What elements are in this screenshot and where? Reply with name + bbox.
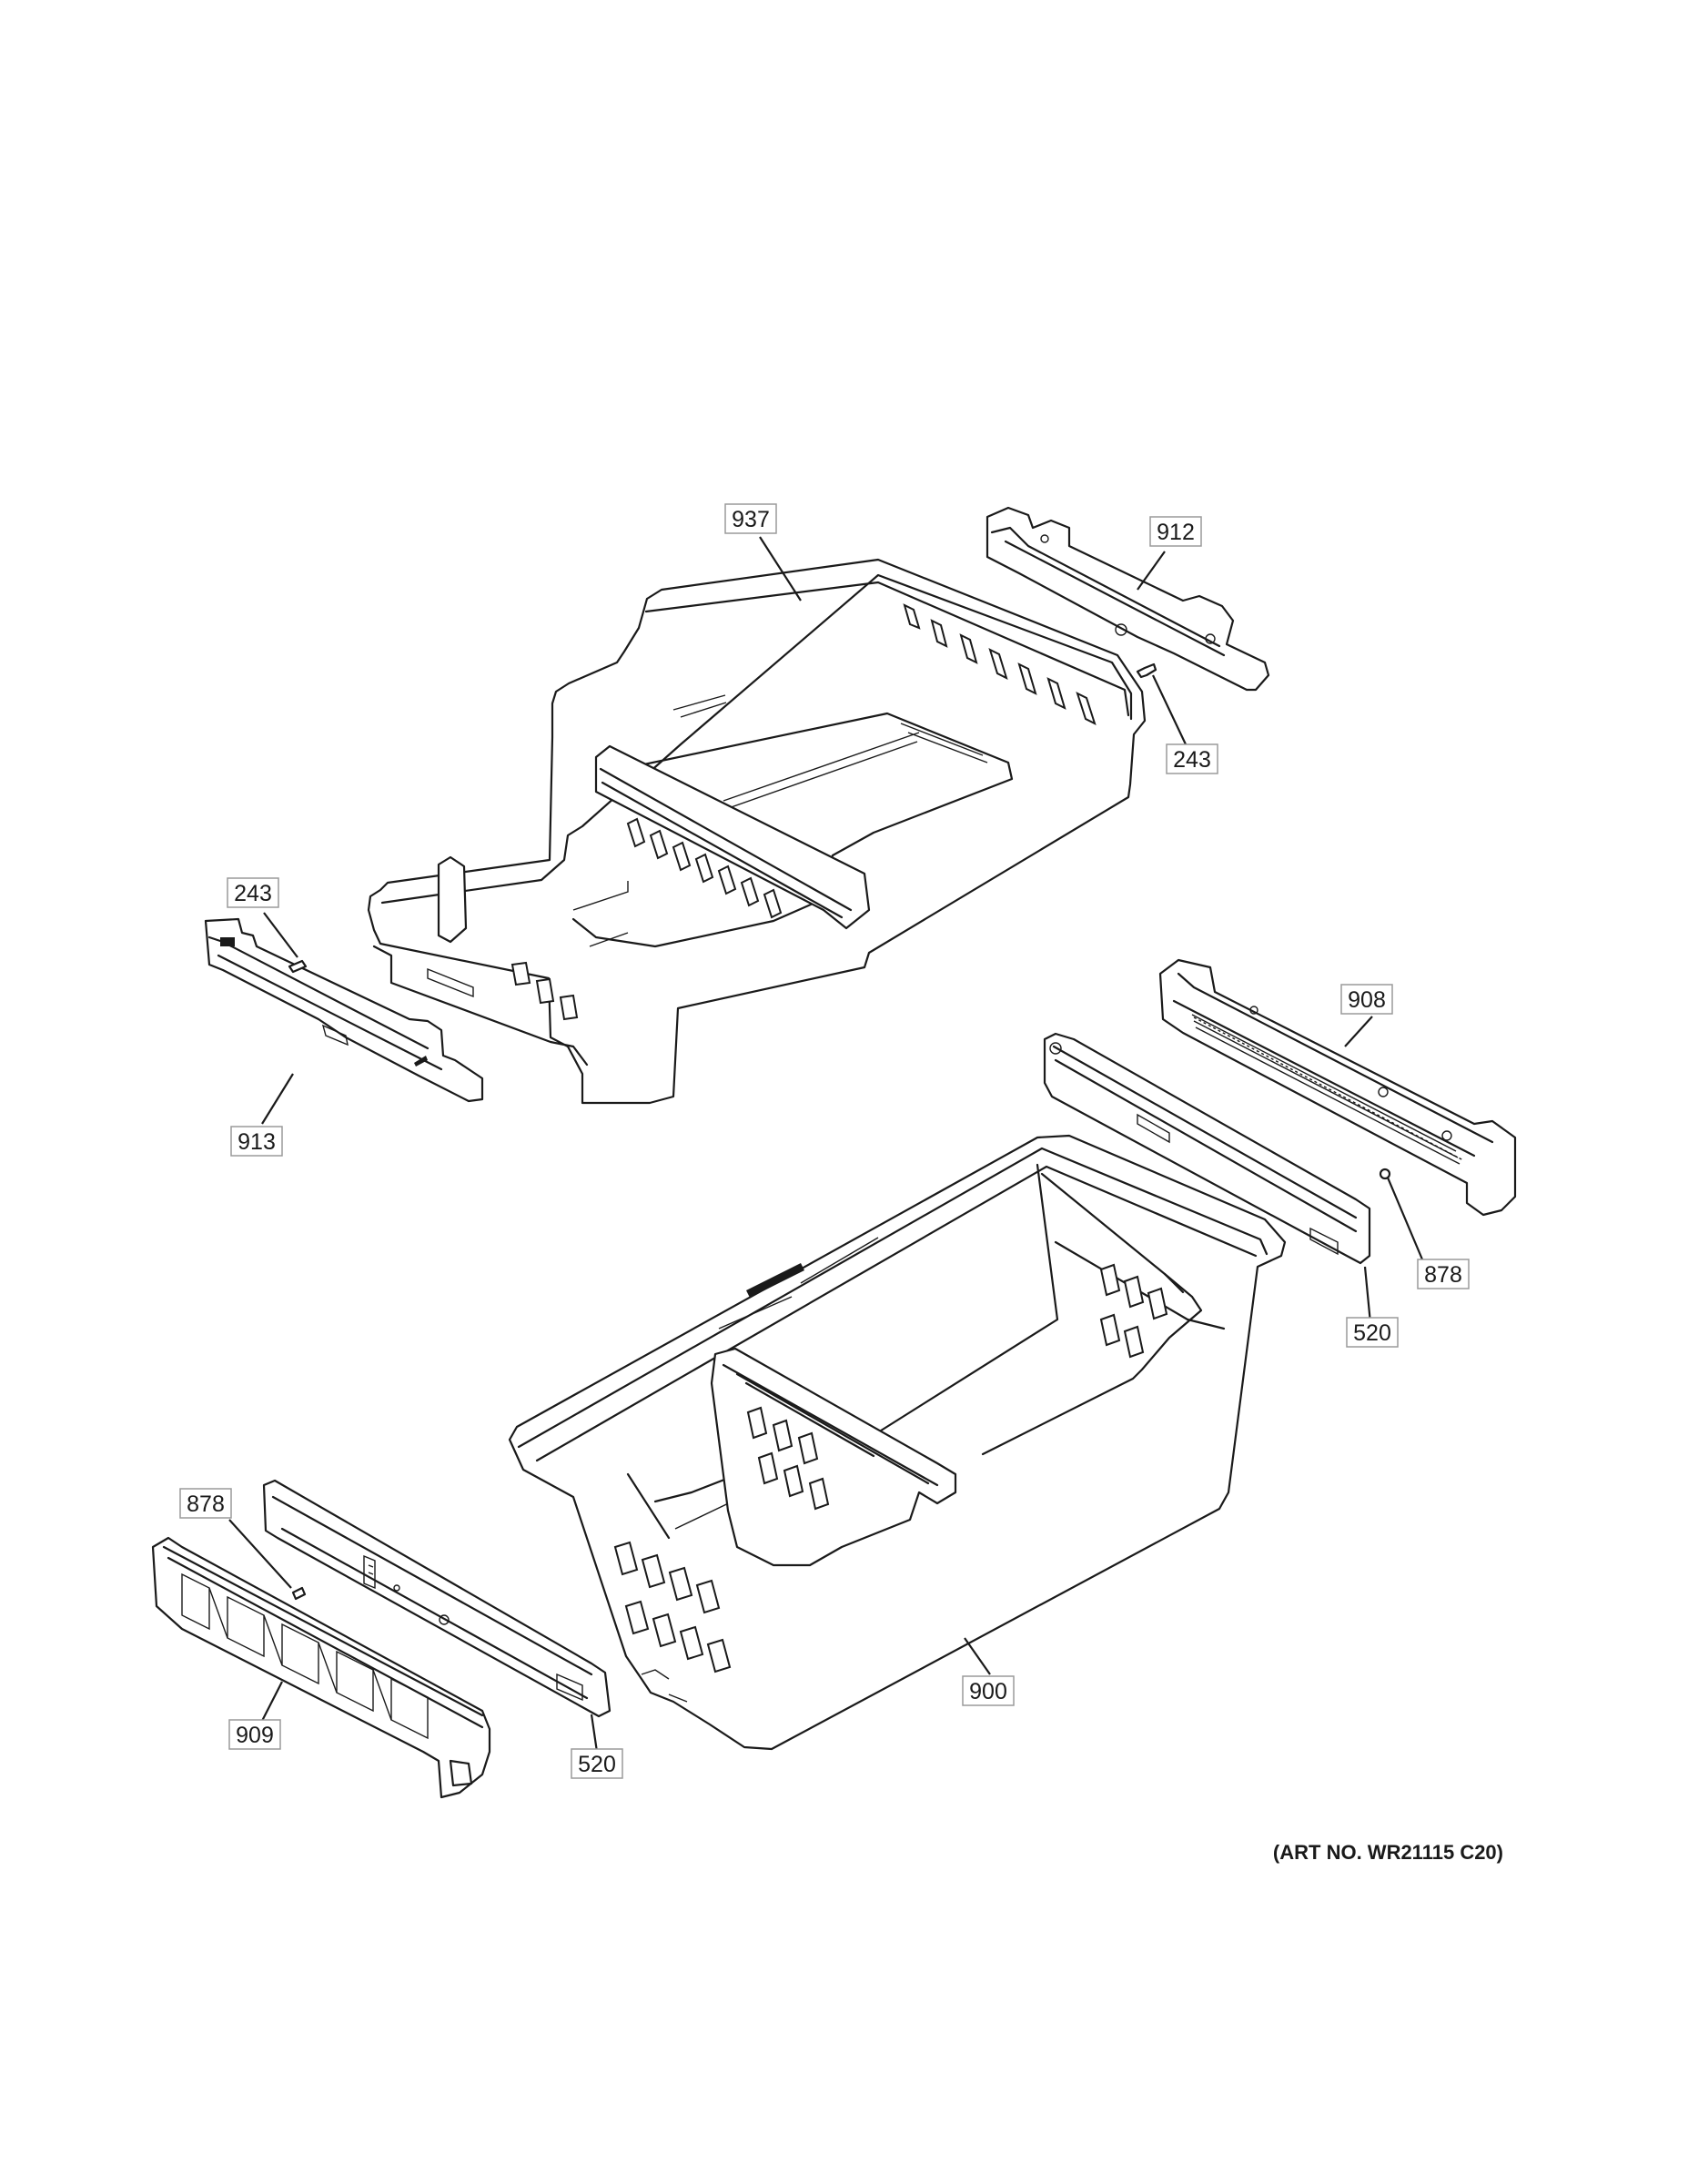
leader-520-left <box>590 1714 599 1753</box>
callout-878-right: 878 <box>1417 1259 1470 1289</box>
lower-left-rail-909 <box>151 1536 491 1799</box>
upper-right-rail-912 <box>986 506 1270 692</box>
callout-900: 900 <box>962 1675 1015 1706</box>
svg-text:937: 937 <box>732 507 770 532</box>
svg-text:912: 912 <box>1157 520 1195 545</box>
upper-left-rail-913 <box>204 917 484 1103</box>
svg-text:878: 878 <box>187 1491 225 1517</box>
leader-909 <box>259 1681 283 1725</box>
leader-878-left <box>228 1519 292 1589</box>
callout-520-left: 520 <box>571 1748 623 1779</box>
callout-908: 908 <box>1340 984 1393 1015</box>
callout-912: 912 <box>1149 516 1202 547</box>
leader-520-right <box>1363 1266 1372 1324</box>
svg-text:243: 243 <box>234 881 272 906</box>
upper-basket-937 <box>367 558 1147 1105</box>
left-slide-520 <box>262 1479 612 1718</box>
svg-text:908: 908 <box>1348 987 1386 1013</box>
callout-243-right: 243 <box>1166 743 1218 774</box>
leader-913 <box>261 1073 294 1125</box>
svg-text:900: 900 <box>969 1679 1007 1704</box>
screw-878-left <box>291 1586 307 1601</box>
svg-text:878: 878 <box>1424 1262 1462 1288</box>
leader-878-right <box>1386 1177 1424 1260</box>
screw-243-right <box>1136 662 1157 679</box>
screw-878-right <box>1379 1168 1391 1180</box>
callout-937: 937 <box>724 503 777 534</box>
callout-878-left: 878 <box>179 1488 232 1519</box>
screw-243-left <box>288 959 308 974</box>
leader-243-right <box>1152 674 1187 745</box>
art-number-label: (ART NO. WR21115 C20) <box>1272 1841 1503 1864</box>
leader-243-left <box>263 912 298 958</box>
lower-basket-900 <box>508 1134 1287 1751</box>
leader-lines <box>228 536 1424 1753</box>
leader-937 <box>759 536 802 602</box>
callout-913: 913 <box>230 1126 283 1157</box>
svg-text:913: 913 <box>238 1129 276 1155</box>
callout-520-right: 520 <box>1346 1317 1399 1348</box>
svg-text:520: 520 <box>578 1752 616 1777</box>
right-rear-rail-908 <box>1158 958 1517 1217</box>
right-slide-520 <box>1043 1032 1371 1265</box>
callout-243-left: 243 <box>227 877 279 908</box>
divider-vent-slots <box>626 817 783 919</box>
leader-900 <box>964 1637 991 1675</box>
svg-text:909: 909 <box>236 1723 274 1748</box>
svg-text:243: 243 <box>1173 747 1211 773</box>
callout-909: 909 <box>228 1719 281 1750</box>
svg-text:520: 520 <box>1353 1320 1391 1346</box>
leader-912 <box>1137 551 1166 591</box>
leader-908 <box>1344 1016 1373 1047</box>
side-vent-slots <box>903 603 1097 725</box>
